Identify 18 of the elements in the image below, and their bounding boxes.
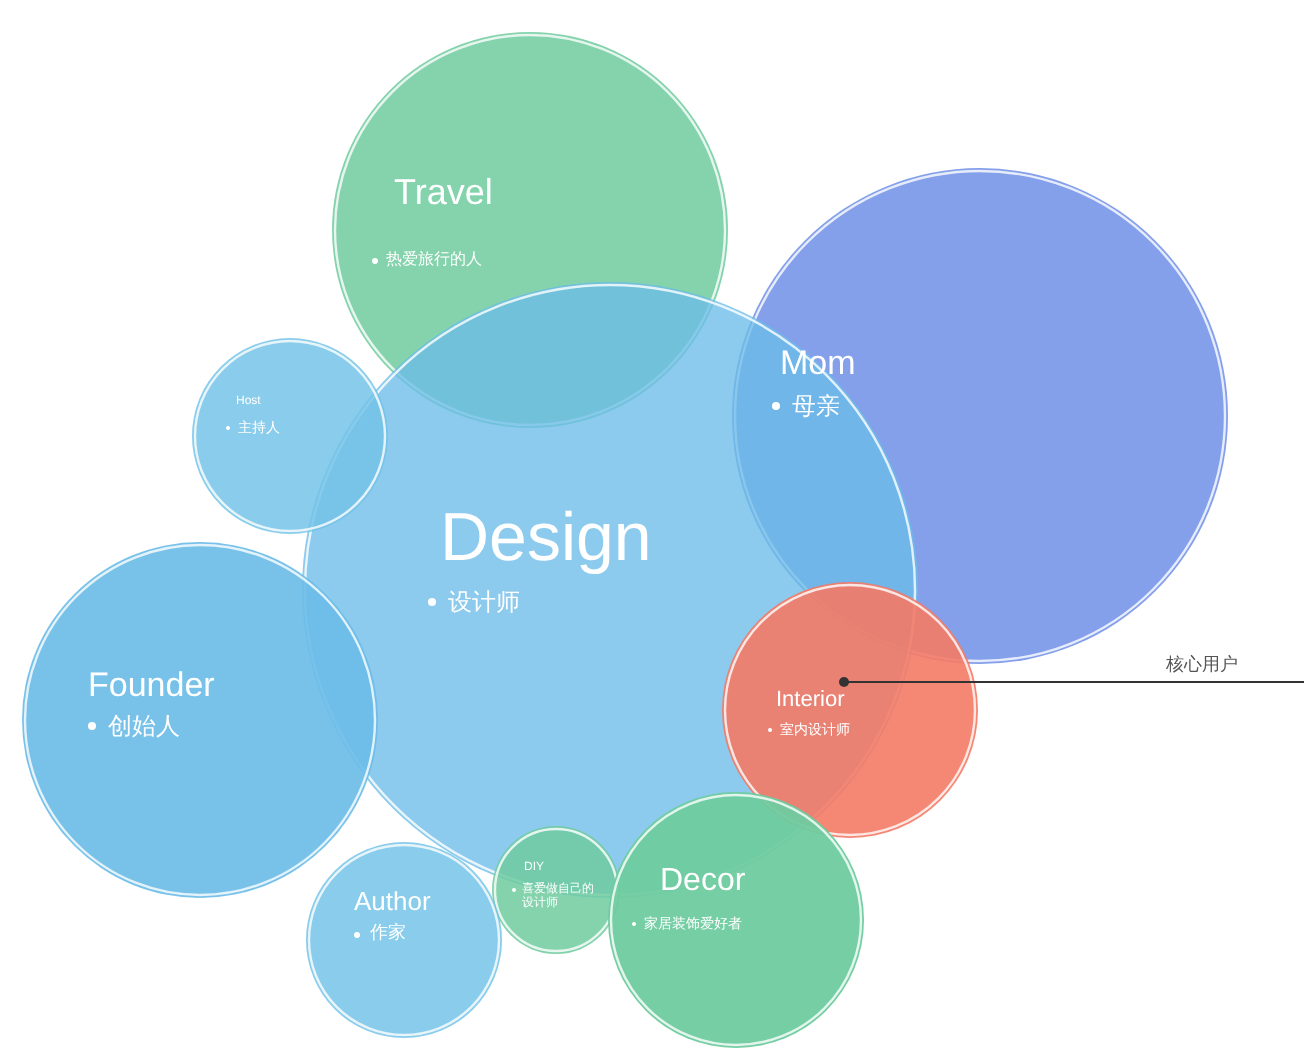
bubble-circle (720, 580, 980, 840)
bubble-title: Decor (660, 864, 746, 901)
bubble-subtitle: 创始人 (108, 712, 180, 741)
callout-label: 核心用户 (1166, 652, 1306, 682)
leader-line (839, 677, 1305, 687)
bubble-subtitle: 设计师 (448, 588, 520, 617)
bubble-title: Travel (394, 172, 493, 214)
bubble-title: Founder (88, 666, 215, 706)
bubble-circle (190, 336, 390, 536)
bubble-subtitle: 作家 (370, 924, 406, 946)
bubble-title: Interior (776, 688, 845, 714)
bubble-subtitle: 母亲 (792, 392, 840, 421)
bubble-title: Author (354, 888, 431, 918)
bubble-subtitle: 热爱旅行的人 (386, 250, 482, 270)
bubble-title: Design (440, 500, 652, 579)
bubble-circle (606, 790, 866, 1050)
bubble-circle (490, 824, 622, 956)
bubble-circle (304, 840, 504, 1040)
